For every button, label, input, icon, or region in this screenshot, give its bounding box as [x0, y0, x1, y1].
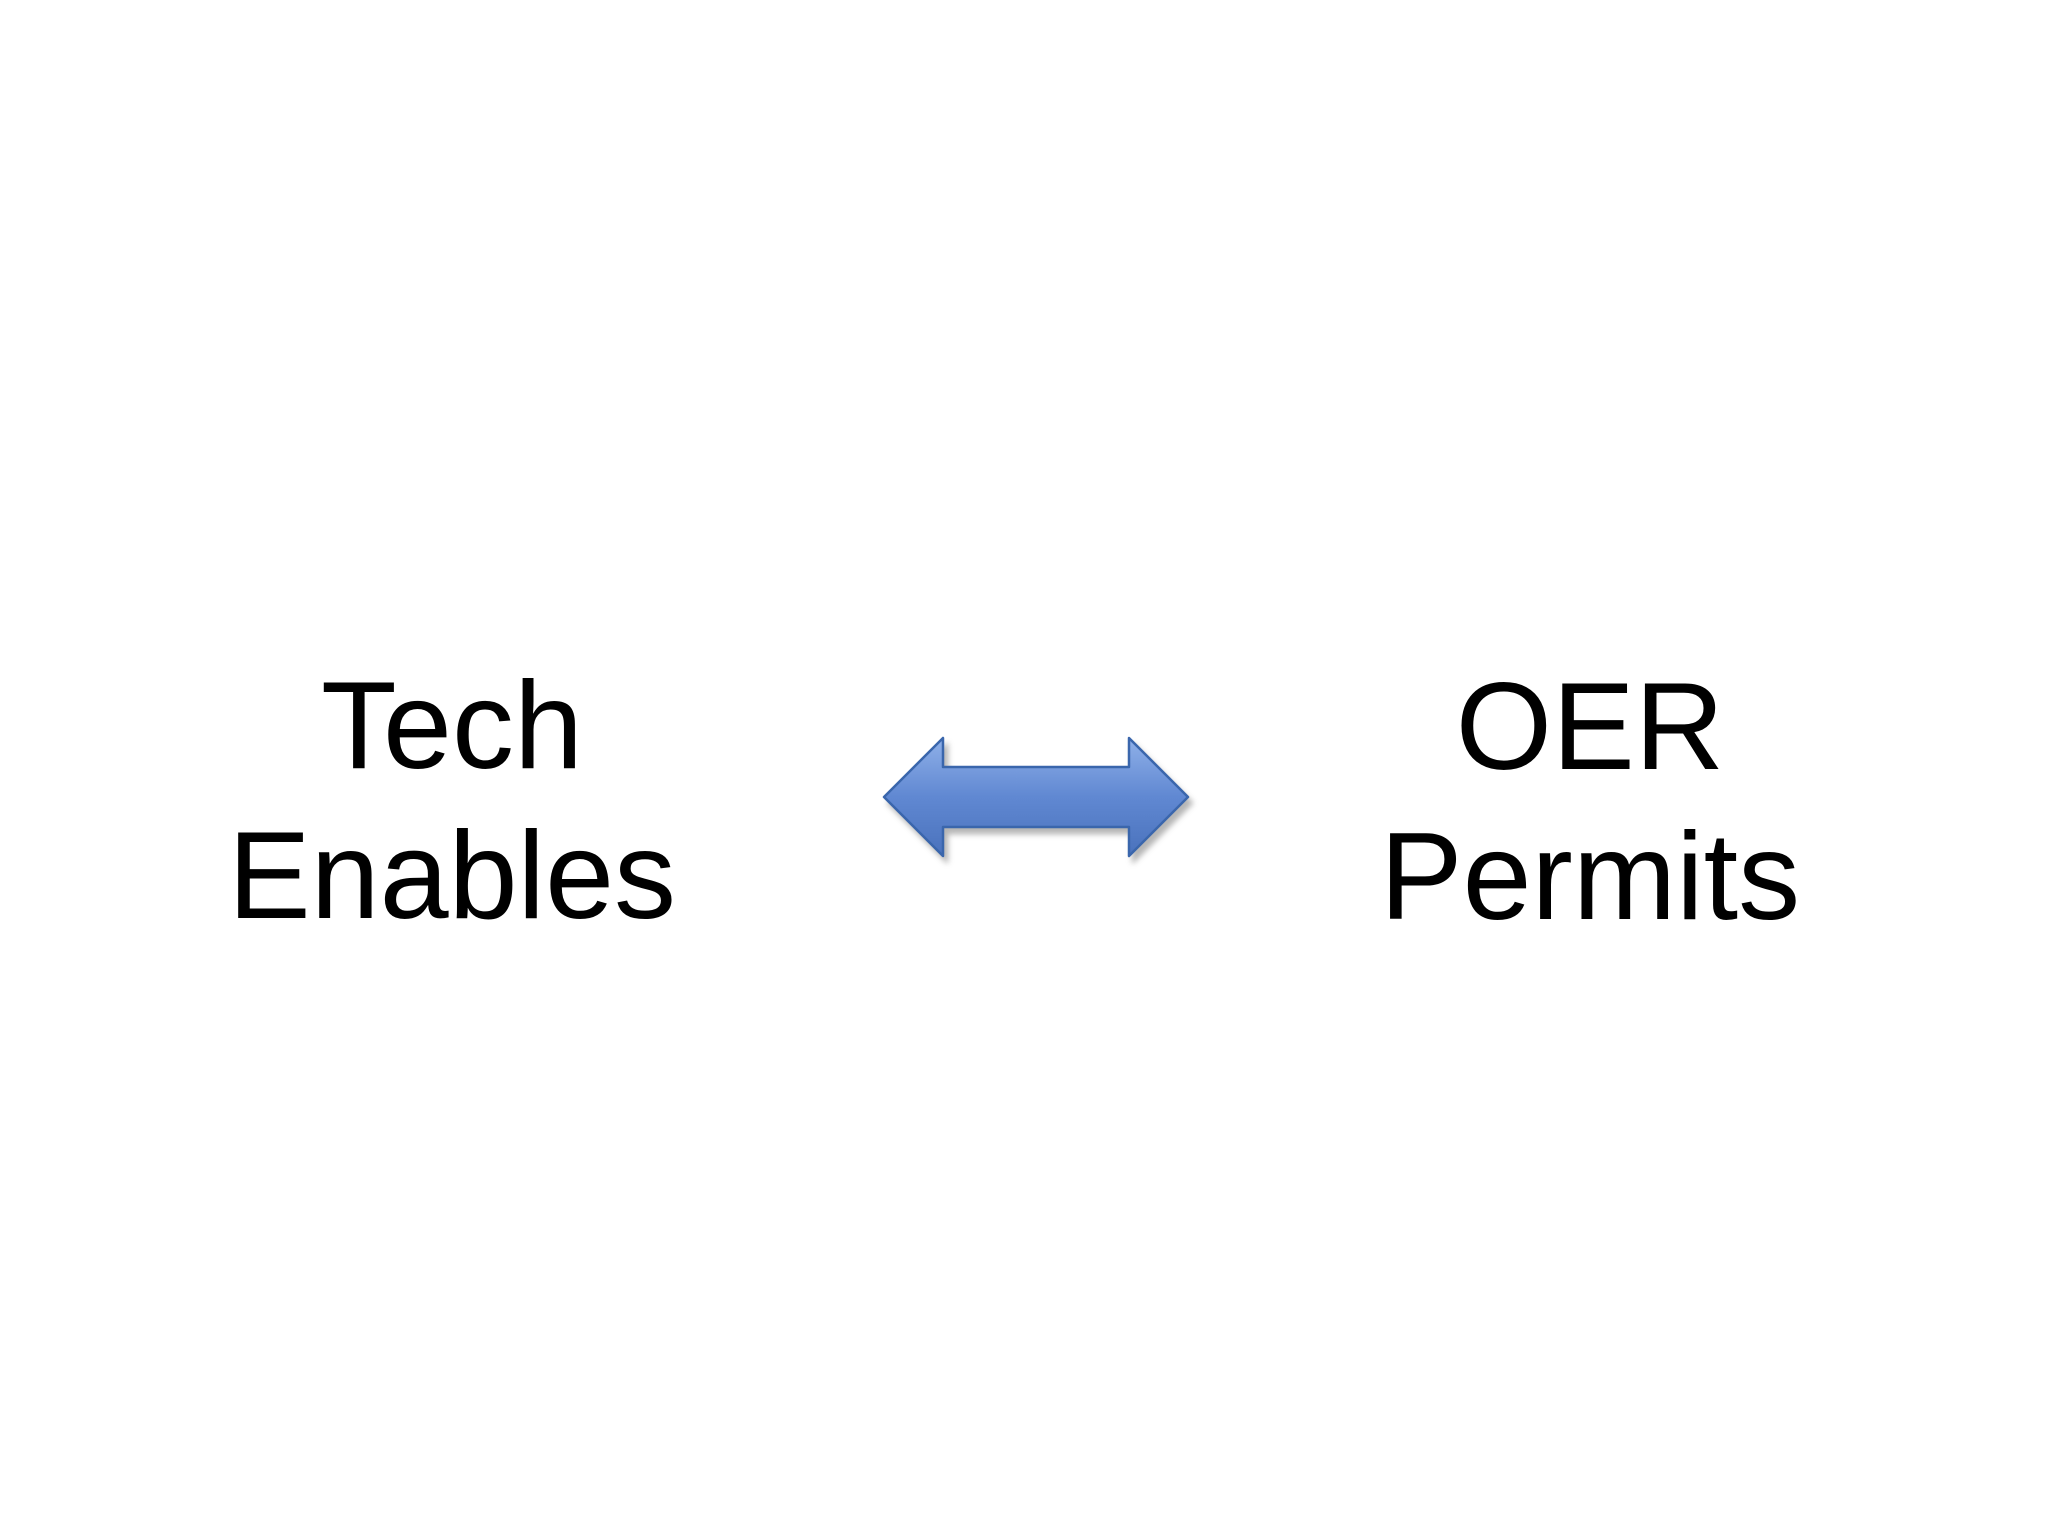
left-right-arrow-shape — [881, 734, 1191, 860]
left-label-line1: Tech — [321, 657, 583, 795]
right-label-line1: OER — [1455, 658, 1725, 796]
left-label: Tech Enables — [152, 651, 752, 951]
double-arrow-polygon — [882, 736, 1190, 858]
right-label: OER Permits — [1290, 652, 1890, 952]
left-label-line2: Enables — [227, 807, 677, 945]
left-right-arrow-icon — [882, 736, 1190, 858]
right-label-line2: Permits — [1379, 808, 1801, 946]
